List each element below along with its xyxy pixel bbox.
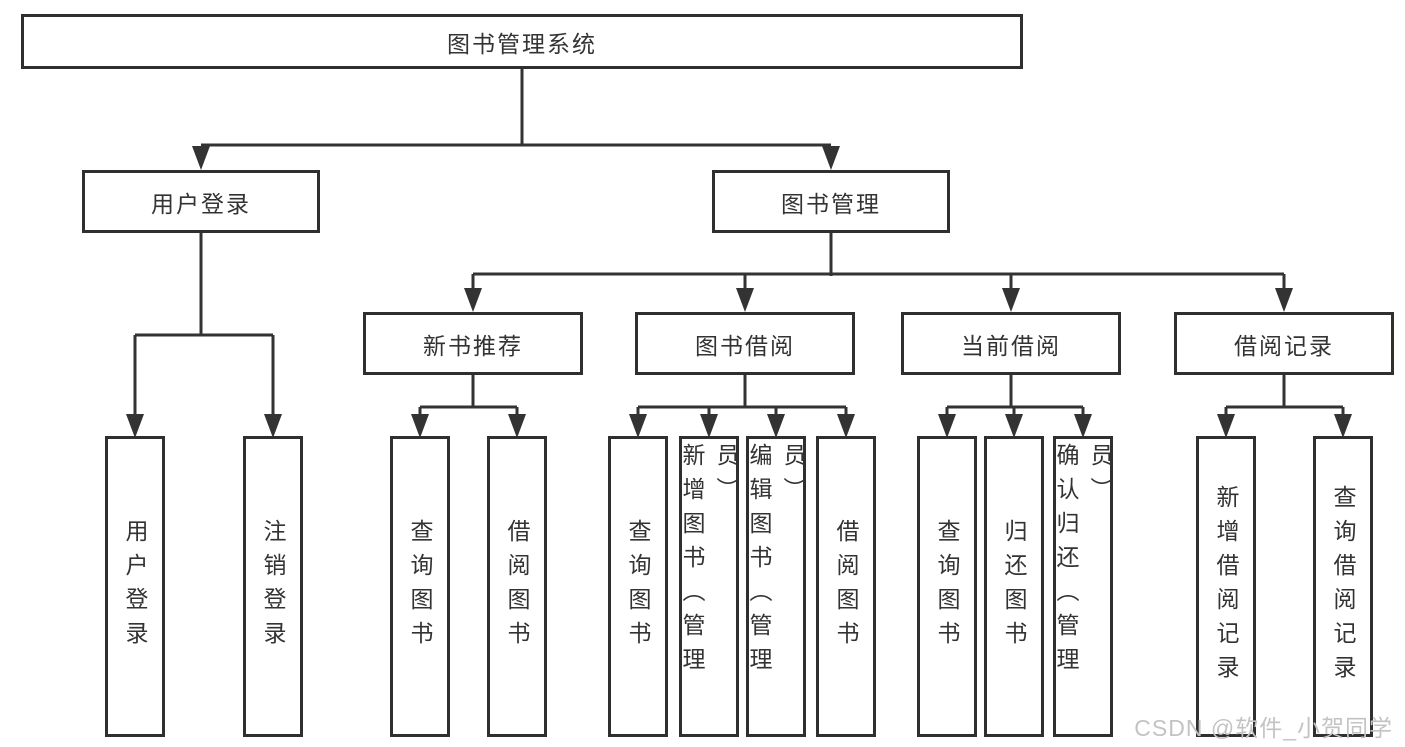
leaf-label: 新增图书（管理员）: [679, 443, 739, 681]
leaf-logout: 注销登录: [243, 436, 303, 737]
leaf-borrow-query-books: 查询图书: [608, 436, 668, 737]
leaf-label: 新增借阅记录: [1213, 484, 1239, 689]
leaf-current-return-books: 归还图书: [984, 436, 1044, 737]
leaf-record-add-borrow-record: 新增借阅记录: [1196, 436, 1256, 737]
node-user-login: 用户登录: [82, 170, 320, 233]
leaf-label: 确认归还（管理员）: [1053, 443, 1113, 681]
leaf-borrow-add-books-admin: 新增图书（管理员）: [679, 436, 739, 737]
leaf-current-query-books: 查询图书: [917, 436, 977, 737]
leaf-label: 用户登录: [122, 518, 148, 655]
leaf-newrec-query-books: 查询图书: [390, 436, 450, 737]
node-book-management-label: 图书管理: [781, 190, 881, 217]
leaf-label: 查询图书: [407, 518, 433, 655]
leaf-label: 借阅图书: [504, 518, 530, 655]
node-root: 图书管理系统: [21, 14, 1023, 69]
node-new-book-recommend-label: 新书推荐: [423, 332, 523, 359]
csdn-watermark: CSDN @软件_小贺同学: [1134, 715, 1393, 741]
node-user-login-label: 用户登录: [151, 190, 251, 217]
leaf-record-query-borrow-record: 查询借阅记录: [1313, 436, 1373, 737]
node-current-borrow: 当前借阅: [901, 312, 1121, 375]
leaf-label: 编辑图书（管理员）: [746, 443, 806, 681]
leaf-borrow-edit-books-admin: 编辑图书（管理员）: [746, 436, 806, 737]
node-borrow-record: 借阅记录: [1174, 312, 1394, 375]
leaf-label: 查询图书: [934, 518, 960, 655]
leaf-label: 查询图书: [625, 518, 651, 655]
node-book-borrow-label: 图书借阅: [695, 332, 795, 359]
node-root-label: 图书管理系统: [447, 30, 597, 57]
node-book-management: 图书管理: [712, 170, 950, 233]
leaf-newrec-borrow-books: 借阅图书: [487, 436, 547, 737]
node-current-borrow-label: 当前借阅: [961, 332, 1061, 359]
leaf-label: 查询借阅记录: [1330, 484, 1356, 689]
leaf-label: 借阅图书: [833, 518, 859, 655]
leaf-label: 注销登录: [260, 518, 286, 655]
node-book-borrow: 图书借阅: [635, 312, 855, 375]
node-borrow-record-label: 借阅记录: [1234, 332, 1334, 359]
leaf-current-confirm-return-admin: 确认归还（管理员）: [1053, 436, 1113, 737]
leaf-label: 归还图书: [1001, 518, 1027, 655]
leaf-borrow-borrow-books: 借阅图书: [816, 436, 876, 737]
node-new-book-recommend: 新书推荐: [363, 312, 583, 375]
leaf-user-login: 用户登录: [105, 436, 165, 737]
